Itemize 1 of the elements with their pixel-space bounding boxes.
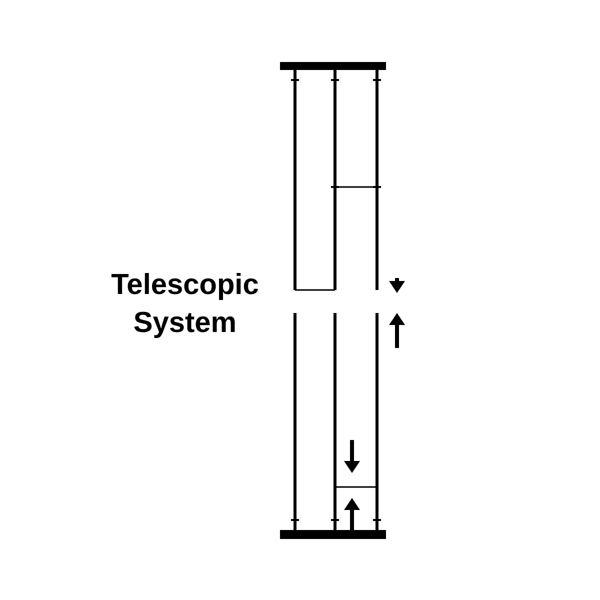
system-label: Telescopic System <box>110 268 260 341</box>
